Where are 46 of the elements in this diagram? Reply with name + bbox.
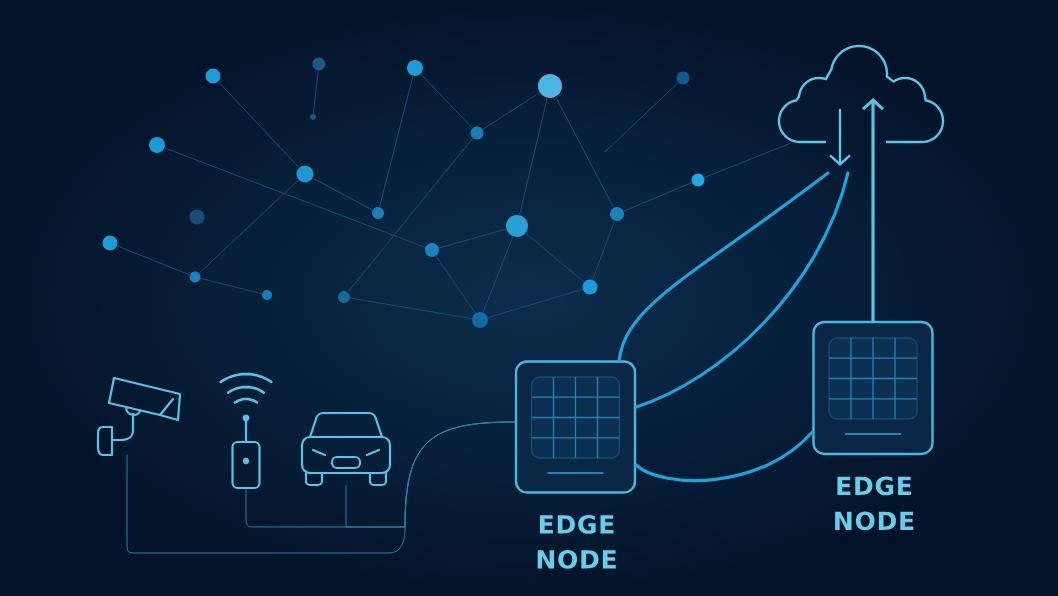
connector-line bbox=[349, 297, 473, 320]
connector-line bbox=[487, 288, 584, 319]
connector-line bbox=[555, 96, 615, 209]
network-dot bbox=[189, 209, 205, 225]
network-dot bbox=[205, 68, 221, 84]
connector-line bbox=[519, 97, 548, 216]
connector-line bbox=[420, 73, 473, 129]
connector-line bbox=[604, 81, 679, 153]
connector-line bbox=[481, 92, 541, 130]
connector-line bbox=[347, 137, 474, 293]
network-dot bbox=[582, 279, 598, 295]
connector-line bbox=[312, 69, 319, 115]
node-label: EDGE NODE bbox=[537, 514, 616, 569]
connector-line bbox=[345, 421, 516, 528]
wireless-sensor-icon bbox=[219, 372, 273, 490]
connector-line bbox=[703, 142, 792, 179]
network-dot bbox=[102, 235, 118, 251]
network-dot bbox=[296, 165, 314, 183]
connector-line bbox=[482, 235, 514, 314]
connector-line bbox=[617, 171, 830, 362]
connector-line bbox=[438, 228, 507, 249]
connector-line bbox=[592, 220, 616, 281]
connector-line bbox=[116, 245, 191, 276]
security-camera-icon bbox=[96, 376, 182, 457]
connector-line bbox=[312, 177, 374, 211]
connector-line bbox=[164, 147, 426, 248]
connector-line bbox=[199, 277, 263, 295]
network-dot bbox=[538, 74, 562, 98]
connector-line bbox=[217, 80, 300, 169]
cloud-icon bbox=[777, 44, 945, 166]
network-dot bbox=[472, 312, 488, 328]
connector-line bbox=[435, 255, 476, 314]
node-label: EDGE NODE bbox=[835, 476, 914, 531]
connector-line bbox=[634, 430, 814, 483]
connector-line bbox=[622, 182, 693, 212]
network-dot bbox=[407, 60, 423, 76]
network-dot bbox=[610, 207, 624, 221]
network-dot bbox=[149, 137, 165, 153]
connector-line bbox=[634, 171, 850, 409]
arrow bbox=[861, 98, 885, 323]
connector-line bbox=[524, 232, 585, 283]
connector-line bbox=[198, 179, 300, 274]
network-dot bbox=[506, 215, 528, 237]
car-icon bbox=[300, 411, 392, 487]
network-dot bbox=[425, 243, 439, 257]
connector-line bbox=[379, 75, 414, 208]
